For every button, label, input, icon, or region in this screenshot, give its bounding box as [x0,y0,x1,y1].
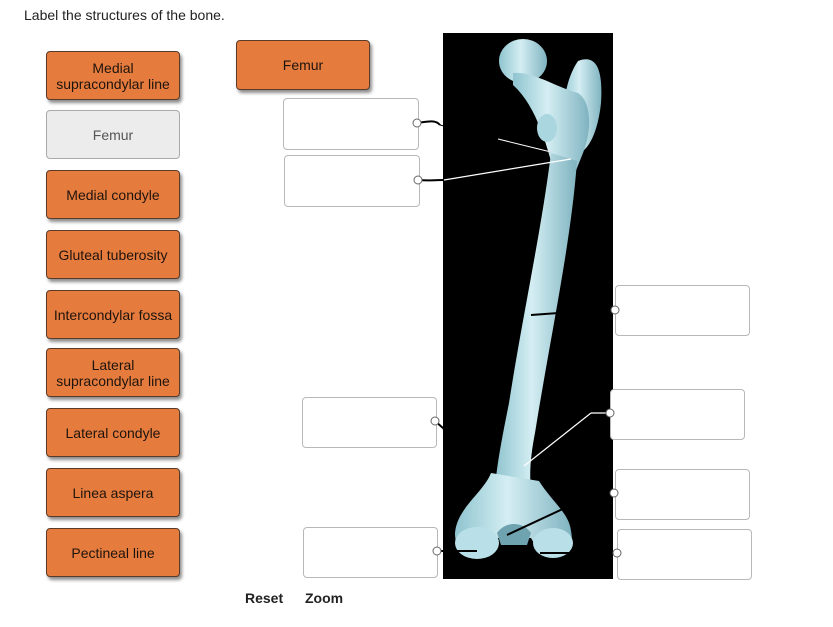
zoom-button[interactable]: Zoom [305,590,344,606]
placed-label-femur[interactable]: Femur [236,40,370,90]
label-tile-medial-condyle[interactable]: Medial condyle [46,170,180,219]
drop-target-8[interactable] [617,529,752,580]
label-tile-text: Gluteal tuberosity [58,246,168,263]
label-tile-intercondylar-fossa[interactable]: Intercondylar fossa [46,290,180,339]
drop-target-5[interactable] [302,397,437,448]
label-tile-medial-supracondylar-line[interactable]: Medial supracondylar line [46,51,180,100]
drop-target-7[interactable] [303,527,438,578]
label-tile-femur-used: Femur [46,110,180,159]
label-tile-text: Lateral condyle [65,424,161,441]
femur-image [443,33,613,579]
label-tile-text: Medial condyle [66,186,160,203]
label-tile-text: Lateral supracondylar line [56,356,170,389]
label-tile-text: Pectineal line [71,544,155,561]
label-tile-text: Intercondylar fossa [53,306,173,323]
label-tile-lateral-supracondylar-line[interactable]: Lateral supracondylar line [46,348,180,397]
label-tile-text: Linea aspera [72,484,154,501]
drop-target-1[interactable] [283,98,419,150]
label-tile-linea-aspera[interactable]: Linea aspera [46,468,180,517]
drop-target-2[interactable] [284,155,420,207]
drop-target-3[interactable] [615,285,750,336]
femur-illustration [455,39,602,559]
placed-label-text: Femur [282,57,324,73]
drop-target-6[interactable] [615,469,750,520]
label-tile-text: Femur [92,126,134,143]
reset-button[interactable]: Reset [245,590,284,606]
label-tile-gluteal-tuberosity[interactable]: Gluteal tuberosity [46,230,180,279]
drop-target-4[interactable] [610,389,745,440]
label-tile-lateral-condyle[interactable]: Lateral condyle [46,408,180,457]
label-tile-text: Medial supracondylar line [56,59,170,92]
instruction-text: Label the structures of the bone. [24,7,225,23]
label-tile-pectineal-line[interactable]: Pectineal line [46,528,180,577]
